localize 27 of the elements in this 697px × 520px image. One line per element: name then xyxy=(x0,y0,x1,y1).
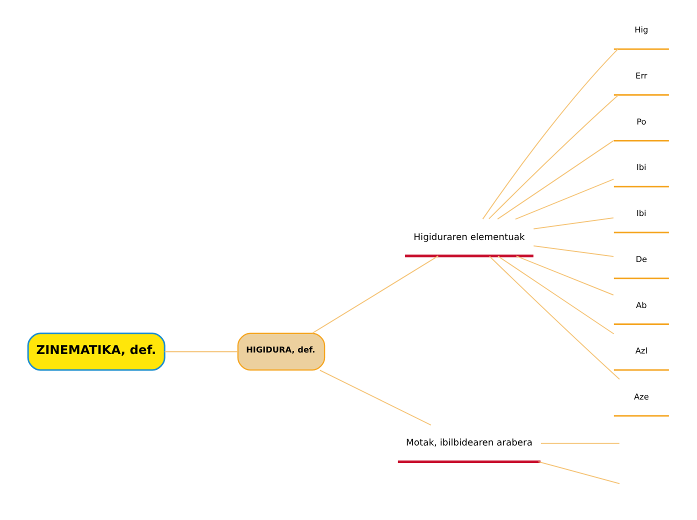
node-text: Hig xyxy=(634,24,648,35)
connector xyxy=(515,178,614,220)
node-text: Aze xyxy=(634,391,649,402)
connector xyxy=(164,351,238,352)
node-box: HIGIDURA, def. xyxy=(237,332,326,371)
connector xyxy=(534,217,614,230)
connector xyxy=(320,370,432,426)
connector xyxy=(488,94,619,220)
node-text: Err xyxy=(636,70,648,81)
node-text: Higiduraren elementuak xyxy=(414,232,525,243)
node-text: Po xyxy=(636,116,646,126)
connector xyxy=(312,256,439,334)
node-text: Azl xyxy=(635,346,648,356)
node-text: Ibi xyxy=(636,208,646,218)
node-text: Ibi xyxy=(636,162,646,172)
connector xyxy=(538,461,620,484)
connector xyxy=(489,256,620,380)
connector xyxy=(516,256,614,296)
connector xyxy=(497,140,614,220)
node-text: De xyxy=(636,254,648,264)
node-box: ZINEMATIKA, def. xyxy=(27,332,166,371)
connector xyxy=(482,48,618,220)
connector xyxy=(498,256,614,334)
connector xyxy=(534,245,614,257)
connector xyxy=(540,442,620,444)
node-text: Motak, ibilbidearen arabera xyxy=(406,438,532,449)
node-text: Ab xyxy=(636,300,647,310)
